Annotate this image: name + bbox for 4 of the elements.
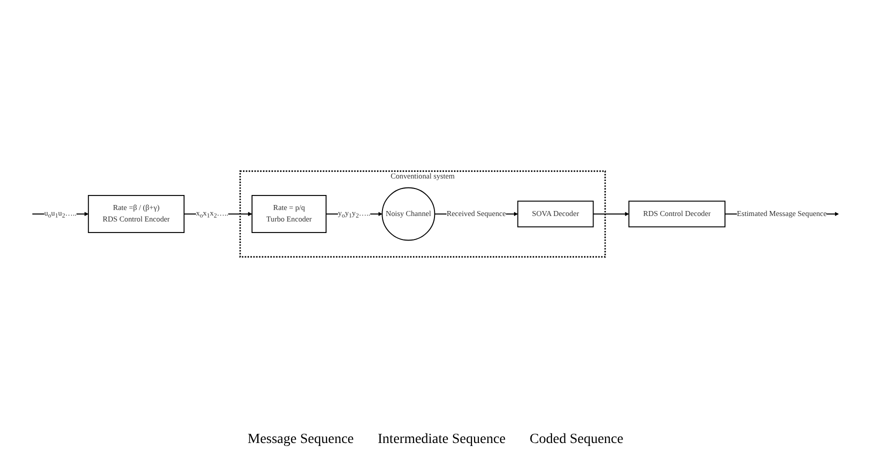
sequence-note: Message Sequence [248,432,354,448]
sequence-note: Intermediate Sequence [378,432,506,448]
sequence-note: Coded Sequence [530,432,624,448]
arrow [592,212,630,216]
